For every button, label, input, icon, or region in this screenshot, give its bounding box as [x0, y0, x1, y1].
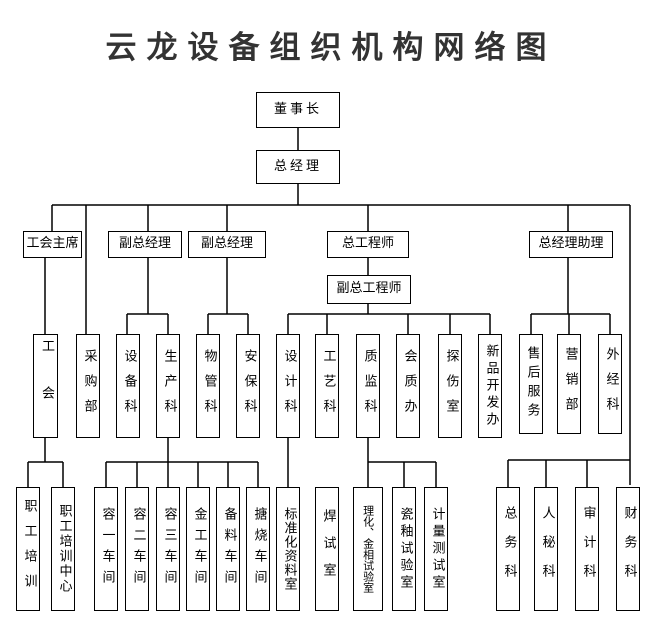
audit-box: 审计科 [575, 487, 599, 611]
purchasing-label: 采购部 [81, 348, 97, 424]
safety-label: 安保科 [241, 348, 257, 424]
metalwork-workshop-box: 金工车间 [186, 487, 210, 611]
chairman-box: 董事长 [256, 92, 340, 128]
training-center-box: 职工培训中心 [51, 487, 75, 611]
finance-label: 财务科 [621, 505, 637, 593]
design-box: 设计科 [276, 334, 300, 438]
general-affairs-box: 总务科 [496, 487, 520, 611]
general-manager-box: 总经理 [256, 150, 340, 184]
equipment-box: 设备科 [116, 334, 140, 438]
welding-workshop-label: 搪烧车间 [251, 507, 267, 591]
vessel-workshop-2-label: 容二车间 [130, 507, 146, 591]
standard-data-box: 标准化资料室 [276, 487, 300, 611]
union-chair-label: 工会主席 [26, 236, 79, 252]
enamel-lab-label: 瓷釉试验室 [397, 506, 413, 592]
physchem-lab-box: 理化、金相试验室 [353, 487, 383, 611]
audit-label: 审计科 [580, 505, 596, 593]
general-manager-label: 总经理 [273, 158, 322, 174]
quality-office-label: 会质办 [401, 348, 417, 424]
safety-box: 安保科 [236, 334, 260, 438]
general-affairs-label: 总务科 [501, 505, 517, 593]
physchem-lab-label: 理化、金相试验室 [361, 505, 375, 593]
design-label: 设计科 [281, 348, 297, 424]
metalwork-workshop-label: 金工车间 [191, 507, 207, 591]
union-label: 工会 [38, 339, 54, 433]
after-sales-label: 售后服务 [524, 346, 540, 422]
quality-supervision-box: 质监科 [356, 334, 380, 438]
staff-training-box: 职工培训 [16, 487, 40, 611]
process-label: 工艺科 [320, 348, 336, 424]
weld-test-box: 焊试室 [315, 487, 339, 611]
training-center-label: 职工培训中心 [56, 504, 72, 594]
vessel-workshop-1-label: 容一车间 [99, 507, 115, 591]
deputy-chief-engineer-box: 副总工程师 [327, 275, 411, 304]
vessel-workshop-1-box: 容一车间 [94, 487, 118, 611]
vessel-workshop-2-box: 容二车间 [125, 487, 149, 611]
metrology-label: 计量测试室 [429, 506, 445, 592]
materials-mgmt-box: 物管科 [196, 334, 220, 438]
union-box: 工会 [33, 334, 58, 438]
deputy-chief-engineer-label: 副总工程师 [336, 281, 402, 297]
union-chair-box: 工会主席 [23, 231, 82, 258]
gm-assistant-box: 总经理助理 [529, 231, 613, 258]
quality-office-box: 会质办 [396, 334, 420, 438]
material-prep-workshop-label: 备料车间 [221, 507, 237, 591]
deputy-gm-1-label: 副总经理 [118, 236, 171, 252]
flaw-detection-label: 探伤室 [443, 348, 459, 424]
vessel-workshop-3-box: 容三车间 [156, 487, 180, 611]
process-box: 工艺科 [315, 334, 339, 438]
staff-training-label: 职工培训 [21, 499, 37, 599]
personnel-label: 人秘科 [539, 505, 555, 593]
welding-workshop-box: 搪烧车间 [246, 487, 270, 611]
standard-data-label: 标准化资料室 [281, 507, 297, 591]
after-sales-box: 售后服务 [519, 334, 543, 434]
metrology-box: 计量测试室 [424, 487, 448, 611]
production-box: 生产科 [156, 334, 180, 438]
equipment-label: 设备科 [121, 348, 137, 424]
new-product-label: 新品开发办 [483, 343, 499, 429]
deputy-gm-2-box: 副总经理 [188, 231, 266, 258]
personnel-box: 人秘科 [534, 487, 558, 611]
new-product-box: 新品开发办 [478, 334, 502, 438]
production-label: 生产科 [161, 348, 177, 424]
deputy-gm-2-label: 副总经理 [200, 236, 253, 252]
deputy-gm-1-box: 副总经理 [108, 231, 182, 258]
materials-mgmt-label: 物管科 [201, 348, 217, 424]
quality-supervision-label: 质监科 [361, 348, 377, 424]
chief-engineer-box: 总工程师 [327, 231, 409, 258]
marketing-box: 营销部 [557, 334, 581, 434]
chart-title: 云龙设备组织机构网络图 [105, 30, 557, 66]
finance-box: 财务科 [616, 487, 640, 611]
gm-assistant-label: 总经理助理 [538, 236, 604, 252]
marketing-label: 营销部 [562, 346, 578, 422]
material-prep-workshop-box: 备料车间 [216, 487, 240, 611]
chief-engineer-label: 总工程师 [341, 236, 394, 252]
purchasing-box: 采购部 [76, 334, 100, 438]
chairman-label: 董事长 [273, 101, 322, 117]
flaw-detection-box: 探伤室 [438, 334, 462, 438]
foreign-trade-label: 外经科 [603, 346, 619, 422]
enamel-lab-box: 瓷釉试验室 [392, 487, 416, 611]
weld-test-label: 焊试室 [320, 508, 336, 590]
vessel-workshop-3-label: 容三车间 [161, 507, 177, 591]
foreign-trade-box: 外经科 [598, 334, 622, 434]
